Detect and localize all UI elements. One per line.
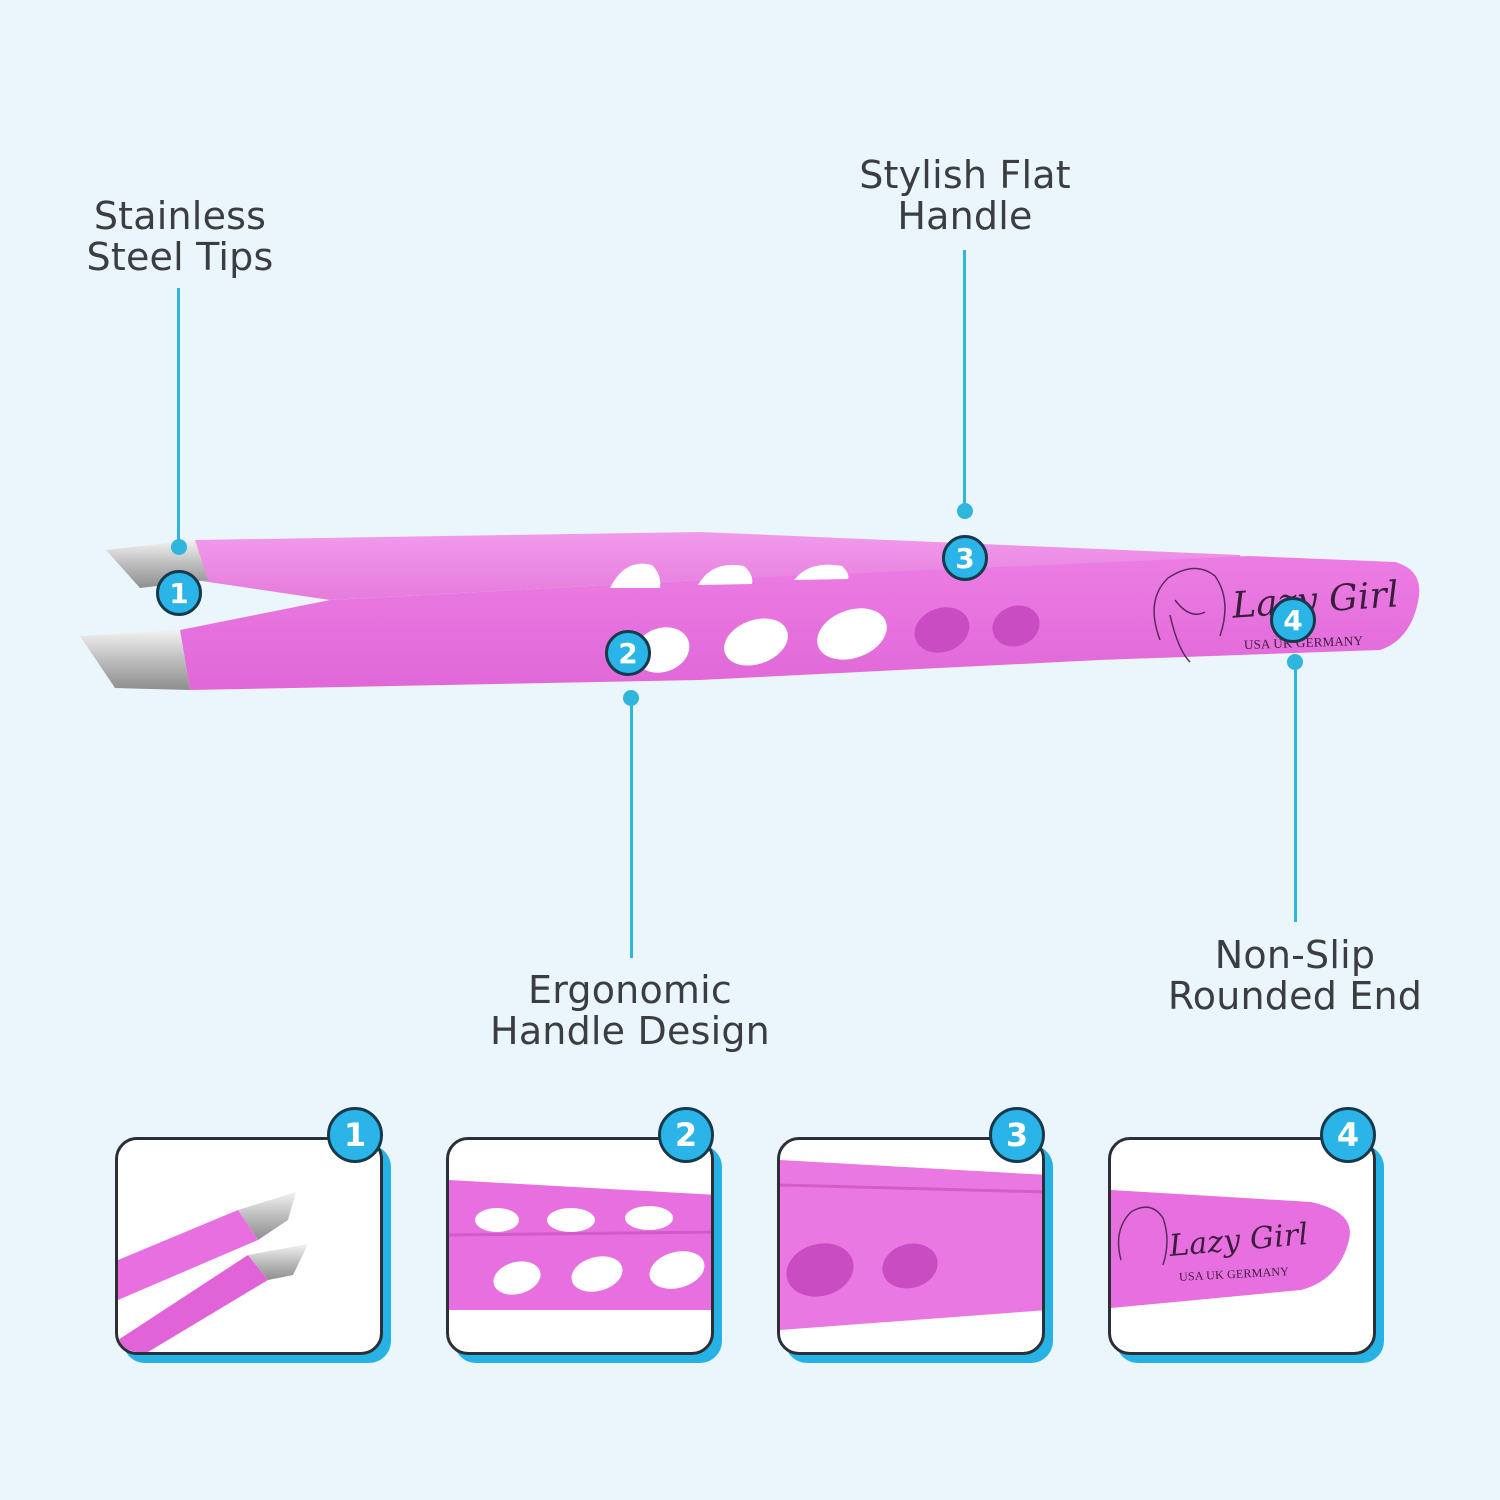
- callout-4-badge: 4: [1270, 597, 1316, 643]
- upper-holes: [610, 563, 849, 588]
- detail-panel-3: 3: [777, 1107, 1053, 1363]
- lower-arm: [180, 556, 1420, 690]
- logo-face-sketch: [1153, 567, 1226, 663]
- panel-3-badge: 3: [989, 1107, 1045, 1163]
- callout-3-line1: Stylish Flat: [859, 153, 1071, 197]
- callout-1-dot: [171, 539, 187, 555]
- callout-3-dot: [957, 503, 973, 519]
- callout-4-line1: Non-Slip: [1214, 933, 1376, 977]
- detail-panel-1: 1: [115, 1107, 391, 1363]
- callout-1-leader: [177, 288, 180, 546]
- panel-2-handle-closeup: [449, 1180, 711, 1310]
- callout-4-leader: [1294, 662, 1297, 922]
- callout-1-label: Stainless Steel Tips: [80, 196, 280, 278]
- callout-2-label: Ergonomic Handle Design: [480, 970, 780, 1052]
- panel-2-badge: 2: [658, 1107, 714, 1163]
- callout-3-badge: 3: [942, 535, 988, 581]
- panel-3-flat-handle-closeup: [780, 1160, 1042, 1330]
- detail-panel-2: 2: [446, 1107, 722, 1363]
- callout-4-label: Non-Slip Rounded End: [1160, 935, 1430, 1017]
- lower-holes: [634, 605, 1040, 673]
- panel-4-badge: 4: [1320, 1107, 1376, 1163]
- panel-1-badge: 1: [327, 1107, 383, 1163]
- callout-3-leader: [963, 250, 966, 510]
- callout-2-badge: 2: [605, 630, 651, 676]
- lower-steel-tip: [80, 630, 190, 690]
- callout-2-leader: [630, 700, 633, 958]
- callout-2-line1: Ergonomic: [528, 968, 732, 1012]
- callout-1-line1: Stainless: [93, 194, 267, 238]
- callout-2-dot: [623, 690, 639, 706]
- callout-1-badge: 1: [156, 570, 202, 616]
- detail-panel-4: Lazy Girl USA UK GERMANY 4: [1108, 1107, 1384, 1363]
- callout-3-label: Stylish Flat Handle: [840, 155, 1090, 237]
- callout-1-line2: Steel Tips: [86, 235, 274, 279]
- panel-4-rounded-end-closeup: [1111, 1190, 1350, 1308]
- panel-1-tips-closeup: [118, 1192, 308, 1352]
- callout-4-line2: Rounded End: [1167, 974, 1423, 1018]
- callout-3-line2: Handle: [897, 194, 1033, 238]
- callout-2-line2: Handle Design: [490, 1009, 770, 1053]
